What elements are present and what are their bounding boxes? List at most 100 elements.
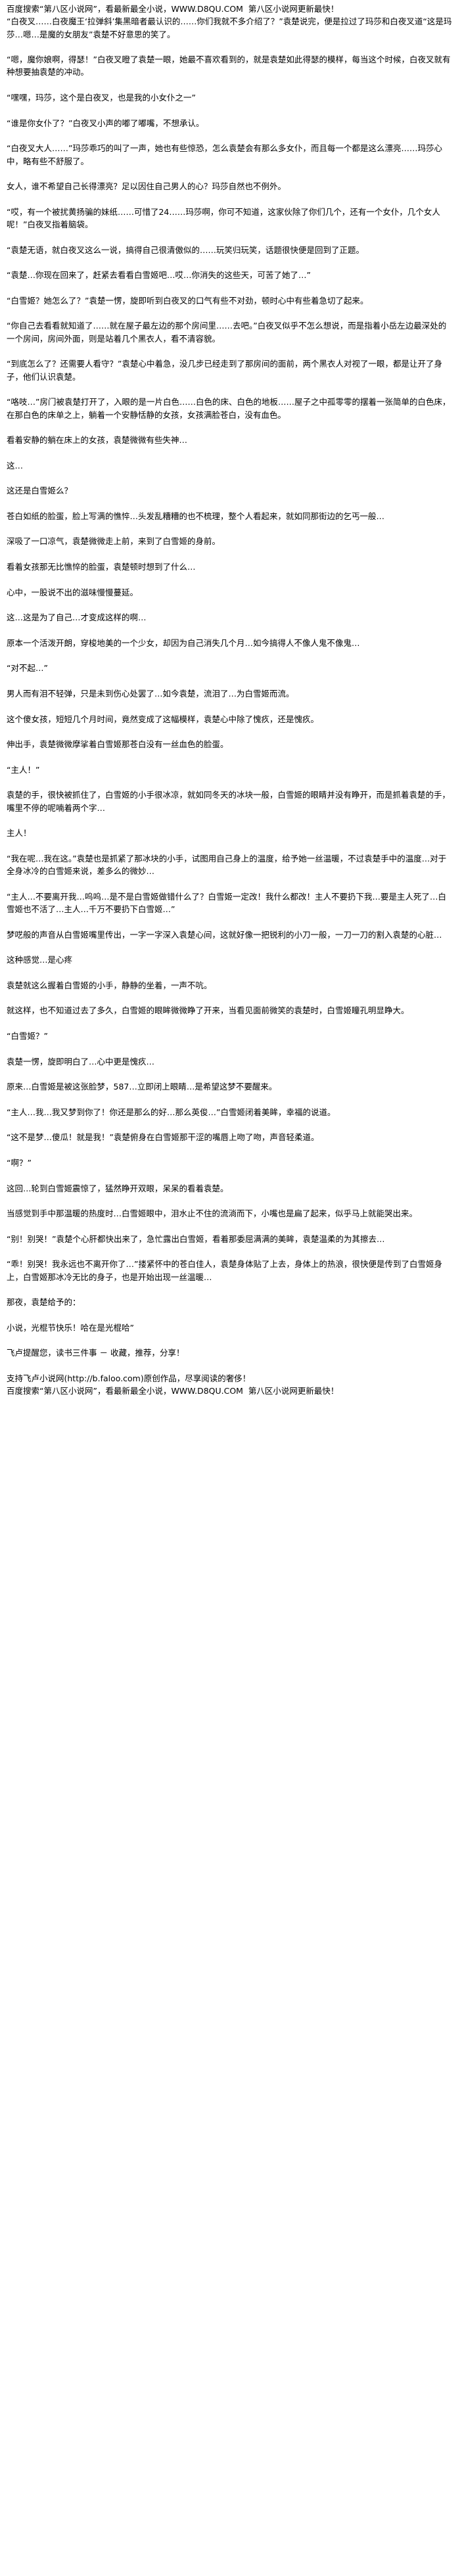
paragraph-spacer [7, 814, 453, 827]
paragraph-spacer [7, 725, 453, 738]
paragraph-spacer [7, 307, 453, 319]
paragraph-spacer [7, 383, 453, 396]
paragraph-spacer [7, 129, 453, 142]
paragraph-spacer [7, 776, 453, 789]
paragraph-spacer [7, 168, 453, 180]
paragraph-spacer [7, 1283, 453, 1296]
paragraph-spacer [7, 1245, 453, 1258]
paragraph-spacer [7, 104, 453, 116]
paragraph: 男人而有泪不轻弹，只是未到伤心处罢了…如今袁楚，流泪了…为白雪姬而流。 [7, 689, 294, 699]
paragraph: 原来…白雪姬是被这张脸梦，587…立即闭上眼睛…是希望这梦不要醒来。 [7, 1082, 277, 1092]
paragraph: 这个傻女孩，短短几个月时间，竟然变成了这幅模样，袁楚心中除了愧疚，还是愧疚。 [7, 714, 319, 724]
paragraph-spacer [7, 877, 453, 890]
paragraph: 主人！ [7, 828, 32, 839]
paragraph-spacer [7, 41, 453, 53]
paragraph: 这…这是为了自己…才变成这样的啊… [7, 612, 147, 623]
paragraph: 飞卢提醒您，读书三件事 － 收藏，推荐，分享！ [7, 1348, 185, 1358]
paragraph-spacer [7, 472, 453, 484]
paragraph-spacer [7, 1334, 453, 1346]
paragraph: 女人，谁不希望自己长得漂亮？足以因住自己男人的心？玛莎自然也不例外。 [7, 181, 287, 192]
paragraph: “这不是梦…傻瓜！就是我！”袁楚俯身在白雪姬那干涩的嘴唇上吻了吻，声音轻柔道。 [7, 1132, 319, 1143]
paragraph-spacer [7, 282, 453, 294]
paragraph: 这种感觉…是心疼 [7, 955, 73, 965]
paragraph: 梦呓般的声音从白雪姬嘴里传出，一字一字深入袁楚心间，这就好像一把锐利的小刀一般，… [7, 929, 442, 940]
paragraph-spacer [7, 675, 453, 687]
paragraph-spacer [7, 1118, 453, 1131]
paragraph: 原本一个活泼开朗，穿梭地美的一个少女，却因为自己消失几个月…如今搞得人不像人鬼不… [7, 637, 360, 648]
paragraph-spacer [7, 1220, 453, 1233]
paragraph: “主人！” [7, 764, 40, 775]
paragraph-spacer [7, 992, 453, 1004]
paragraph: 看着女孩那无比憔悴的脸蛋，袁楚顿时想到了什么… [7, 562, 196, 572]
paragraph-spacer [7, 1360, 453, 1372]
paragraph-spacer [7, 256, 453, 269]
paragraph-spacer [7, 193, 453, 205]
paragraph: 小说，光棍节快乐！哈在是光棍哈” [7, 1322, 134, 1333]
paragraph: “袁楚无语，就白夜叉这么一说，搞得自己很清傲似的……玩笑归玩笑，话题很快便是回到… [7, 244, 364, 255]
paragraph: “别！别哭！”袁楚个心肝都快出来了，急忙露出白雪姬，看着那委屈满满的美眸，袁楚温… [7, 1233, 385, 1244]
paragraph-spacer [7, 1309, 453, 1322]
paragraph-spacer [7, 1169, 453, 1182]
paragraph: “对不起…” [7, 663, 48, 674]
paragraph-spacer [7, 1042, 453, 1055]
paragraph: 袁楚就这么握着白雪姬的小手，静静的坐着，一声不吭。 [7, 980, 212, 990]
paragraph: “谁是你女仆了？”白夜叉小声的嘟了嘟嘴，不想承认。 [7, 118, 204, 128]
paragraph: 这… [7, 460, 24, 471]
paragraph: “咯吱…”房门被袁楚打开了，入眼的是一片白色……白色的床、白色的地板……屋子之中… [7, 397, 451, 420]
paragraph-spacer [7, 446, 453, 459]
site-footer-notice: 百度搜索“第八区小说网”，看最新最全小说，WWW.D8QU.COM 第八区小说网… [7, 1386, 339, 1396]
chapter-content: “白夜叉……白夜魔王‘拉弹斜’集黑暗者最认识的……你们我就不多介绍了？”袁楚说完… [7, 15, 453, 1385]
paragraph-spacer [7, 231, 453, 243]
paragraph-spacer [7, 915, 453, 928]
paragraph-spacer [7, 1017, 453, 1030]
paragraph-spacer [7, 421, 453, 434]
paragraph: “嘿嘿，玛莎，这个是白夜叉，也是我的小女仆之一” [7, 93, 196, 103]
paragraph: 袁楚一愣，旋即明白了…心中更是愧疚… [7, 1056, 155, 1067]
paragraph: 那夜，袁楚给予的： [7, 1297, 81, 1308]
paragraph-spacer [7, 751, 453, 764]
paragraph: “到底怎么了？还需要人看守？”袁楚心中着急，没几步已经走到了那房间的面前，两个黑… [7, 359, 442, 382]
paragraph: 心中，一股说不出的滋味慢慢蔓延。 [7, 587, 139, 597]
site-header-notice: 百度搜索“第八区小说网”，看最新最全小说，WWW.D8QU.COM 第八区小说网… [7, 4, 339, 14]
paragraph-spacer [7, 79, 453, 91]
paragraph: “白雪姬？” [7, 1031, 48, 1042]
paragraph-spacer [7, 700, 453, 712]
paragraph: “主人…不要离开我…呜呜…是不是白雪姬做错什么了？白雪姬一定改！我什么都改！主人… [7, 891, 446, 915]
paragraph-spacer [7, 1195, 453, 1207]
paragraph: 深吸了一口凉气，袁楚微微走上前，来到了白雪姬的身前。 [7, 536, 221, 547]
paragraph-spacer [7, 599, 453, 611]
paragraph: 伸出手，袁楚微微摩挲着白雪姬那苍白没有一丝血色的脸蛋。 [7, 739, 229, 750]
paragraph-spacer [7, 345, 453, 357]
paragraph: “主人…我…我又梦到你了！你还是那么的好…那么英俊…”白雪姬闭着美眸，幸福的说道… [7, 1107, 336, 1117]
paragraph: “袁楚…你现在回来了，赶紧去看看白雪姬吧…哎…你消失的这些天，可苦了她了…” [7, 270, 311, 281]
paragraph: “你自己去看看就知道了……就在屋子最左边的那个房间里……去吧。”白夜叉似乎不怎么… [7, 321, 447, 344]
paragraph-spacer [7, 649, 453, 662]
paragraph: 这还是白雪姬么？ [7, 486, 73, 496]
paragraph-spacer [7, 1093, 453, 1106]
paragraph-spacer [7, 840, 453, 852]
paragraph-spacer [7, 941, 453, 954]
paragraph: 支持飞卢小说网(http://b.faloo.com)原创作品，尽享阅读的奢侈！ [7, 1373, 251, 1384]
paragraph: “我在呢…我在这。”袁楚也是抓紧了那冰块的小手，试图用自己身上的温度，给予她一丝… [7, 853, 447, 877]
paragraph-spacer [7, 624, 453, 637]
paragraph: “嗯，魔你娘啊，得瑟！”白夜叉瞪了袁楚一眼，她最不喜欢看到的，就是袁楚如此得瑟的… [7, 55, 451, 78]
paragraph-spacer [7, 1144, 453, 1157]
paragraph: 苍白如纸的脸蛋，脸上写满的憔悴…头发乱糟糟的也不梳理，整个人看起来，就如同那街边… [7, 511, 385, 521]
paragraph: 这回…轮到白雪姬震惊了，猛然睁开双眼，呆呆的看着袁楚。 [7, 1183, 229, 1193]
paragraph-spacer [7, 1068, 453, 1080]
paragraph: “乖！别哭！我永远也不离开你了…”搂紧怀中的苍白佳人，袁楚身体贴了上去，身体上的… [7, 1259, 442, 1282]
paragraph: 当感觉到手中那温暖的热度时…白雪姬眼中，泪水止不住的流淌而下，小嘴也是扁了起来，… [7, 1208, 418, 1219]
paragraph: “白雪姬？她怎么了？”袁楚一愣，旋即听到白夜叉的口气有些不对劲，顿时心中有些着急… [7, 295, 369, 306]
paragraph-spacer [7, 522, 453, 535]
paragraph-spacer [7, 497, 453, 510]
paragraph: 袁楚的手，很快被抓住了，白雪姬的小手很冰凉，就如同冬天的冰块一般，白雪姬的眼睛并… [7, 790, 451, 813]
paragraph-spacer [7, 548, 453, 561]
paragraph-spacer [7, 573, 453, 586]
paragraph: “哎，有一个被扰黄扬骗的妹纸……可惜了24……玛莎啊，你可不知道，这家伙除了你们… [7, 206, 440, 230]
paragraph: “啊？” [7, 1158, 32, 1168]
paragraph: “白夜叉……白夜魔王‘拉弹斜’集黑暗者最认识的……你们我就不多介绍了？”袁楚说完… [7, 16, 452, 39]
paragraph: 就这样，也不知道过去了多久，白雪姬的眼眸微微睁了开来，当看见面前微笑的袁楚时，白… [7, 1005, 409, 1016]
paragraph-spacer [7, 967, 453, 979]
paragraph: “白夜叉大人……”玛莎乖巧的叫了一声，她也有些惊恐，怎么袁楚会有那么多女仆，而且… [7, 143, 442, 166]
